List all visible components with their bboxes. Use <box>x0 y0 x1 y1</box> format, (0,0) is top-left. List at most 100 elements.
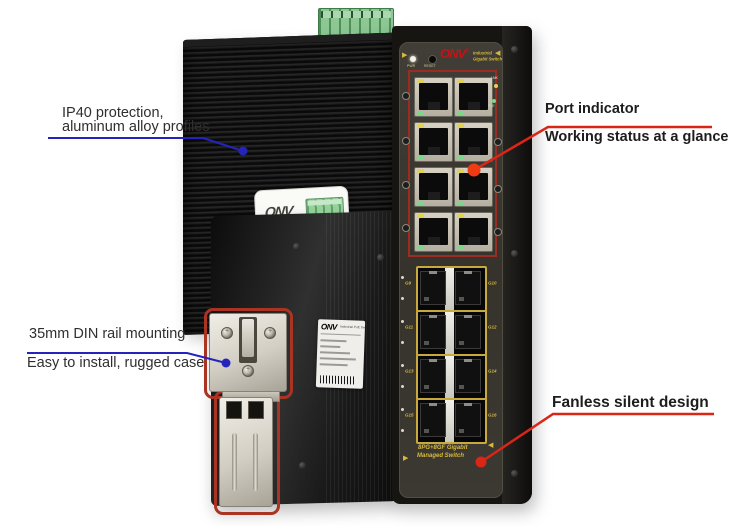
tagline-line2: Gigabit Switch <box>473 57 503 62</box>
sfp-slot-pair <box>416 354 487 400</box>
sfp-cage <box>455 403 481 437</box>
rj45-port <box>454 167 493 207</box>
reset-button <box>428 55 437 64</box>
lnk-label: LNK <box>491 76 498 80</box>
sticker-text-bar <box>319 363 348 367</box>
sfp-led <box>401 320 404 323</box>
switch-side-strip <box>502 26 532 504</box>
port-led-green <box>417 156 424 160</box>
brand-logo: ONV® <box>440 46 470 61</box>
port-led-green <box>417 111 424 115</box>
callout-fanless-line1: Fanless silent design <box>552 394 709 411</box>
sfp-cage <box>455 359 481 393</box>
sticker-text-bar <box>320 351 351 355</box>
arrow-right-icon: ▶ <box>403 454 409 462</box>
arrow-right-icon: ▶ <box>402 51 408 59</box>
port-led-green <box>417 246 424 250</box>
bracket-hole <box>248 401 264 419</box>
callout-din-line2: Easy to install, rugged case <box>27 355 205 371</box>
sticker-brand-logo: ONV <box>320 322 337 332</box>
switch-front-view: ▶ ◀ PWR RESET ONV® Industrial Gigabit Sw… <box>392 26 532 504</box>
port-led-yellow <box>417 169 424 173</box>
din-bracket-lower-plate <box>219 397 273 507</box>
sfp-slot-pair <box>416 398 487 444</box>
rj45-jack <box>459 173 488 200</box>
poe-led <box>492 99 496 103</box>
bracket-screw <box>242 365 254 377</box>
case-screw <box>299 462 306 469</box>
port-number-badge <box>494 138 502 146</box>
port-led-green <box>457 111 464 115</box>
sfp-label: G15 <box>405 413 414 418</box>
port-led-yellow <box>417 79 424 83</box>
callout-port-line2: Working status at a glance <box>545 129 729 145</box>
poe-label: PoE <box>488 104 495 108</box>
front-panel: ▶ ◀ PWR RESET ONV® Industrial Gigabit Sw… <box>399 42 503 498</box>
rj45-port <box>414 77 453 117</box>
port-number-badge <box>402 181 410 189</box>
sfp-cage <box>420 359 446 393</box>
rj45-jack <box>459 83 488 110</box>
footer-line1: 8PG+8GF Gigabit <box>418 444 468 451</box>
port-led-green <box>417 201 424 205</box>
rj45-jack <box>419 173 448 200</box>
callout-port-line1: Port indicator <box>545 101 640 117</box>
case-screw <box>511 250 518 257</box>
port-led-yellow <box>417 124 424 128</box>
callout-din-line1: 35mm DIN rail mounting <box>29 326 186 342</box>
rj45-jack <box>459 218 488 245</box>
sfp-label: G10 <box>488 281 497 286</box>
din-bracket-upper-plate <box>209 313 287 392</box>
rj45-port <box>454 77 493 117</box>
registered-mark: ® <box>465 48 470 55</box>
arrow-left-icon: ◀ <box>495 49 501 57</box>
sticker-divider <box>320 333 361 336</box>
rj45-port <box>414 122 453 162</box>
port-number-badge <box>402 92 410 100</box>
case-screw <box>511 470 518 477</box>
sticker-barcode <box>319 375 355 385</box>
sfp-cage <box>455 271 481 305</box>
rj45-port <box>414 212 453 252</box>
port-led-green <box>457 156 464 160</box>
tagline-line1: Industrial <box>473 51 492 56</box>
sfp-led <box>401 385 404 388</box>
sfp-label: G13 <box>405 369 414 374</box>
sfp-led <box>401 408 404 411</box>
port-led-green <box>457 246 464 250</box>
sfp-slot-pair <box>416 310 487 356</box>
sfp-cage <box>420 403 446 437</box>
sfp-led <box>401 429 404 432</box>
port-led-yellow <box>457 214 464 218</box>
rj45-jack <box>459 128 488 155</box>
port-led-yellow <box>417 214 424 218</box>
product-label-sticker: ONV Industrial PoE Switch <box>315 319 366 389</box>
sticker-text-bar <box>320 345 341 348</box>
sfp-label: G9 <box>405 281 412 286</box>
bracket-slot <box>232 433 237 491</box>
sfp-slot-pair <box>416 266 487 312</box>
din-clip-slot <box>239 317 257 363</box>
port-led-yellow <box>457 79 464 83</box>
rj45-jack <box>419 128 448 155</box>
sfp-label: G11 <box>405 325 414 330</box>
port-number-badge <box>402 137 410 145</box>
bracket-slot <box>253 433 258 491</box>
sfp-cage <box>420 315 446 349</box>
sfp-led <box>401 341 404 344</box>
sticker-text-bar <box>319 357 356 361</box>
arrow-left-icon: ◀ <box>488 441 494 449</box>
footer-line2: Managed Switch <box>417 452 465 459</box>
case-screw <box>511 46 518 53</box>
sfp-cage <box>455 315 481 349</box>
rj45-jack <box>419 218 448 245</box>
rj45-jack <box>419 83 448 110</box>
callout-ip40-line2: aluminum alloy profiles <box>62 119 210 135</box>
bracket-screw <box>221 327 233 339</box>
pwr-label: PWR <box>407 64 416 68</box>
sfp-label: G14 <box>488 369 497 374</box>
port-led-green <box>457 201 464 205</box>
port-led-yellow <box>457 169 464 173</box>
reset-label: RESET <box>424 64 436 68</box>
